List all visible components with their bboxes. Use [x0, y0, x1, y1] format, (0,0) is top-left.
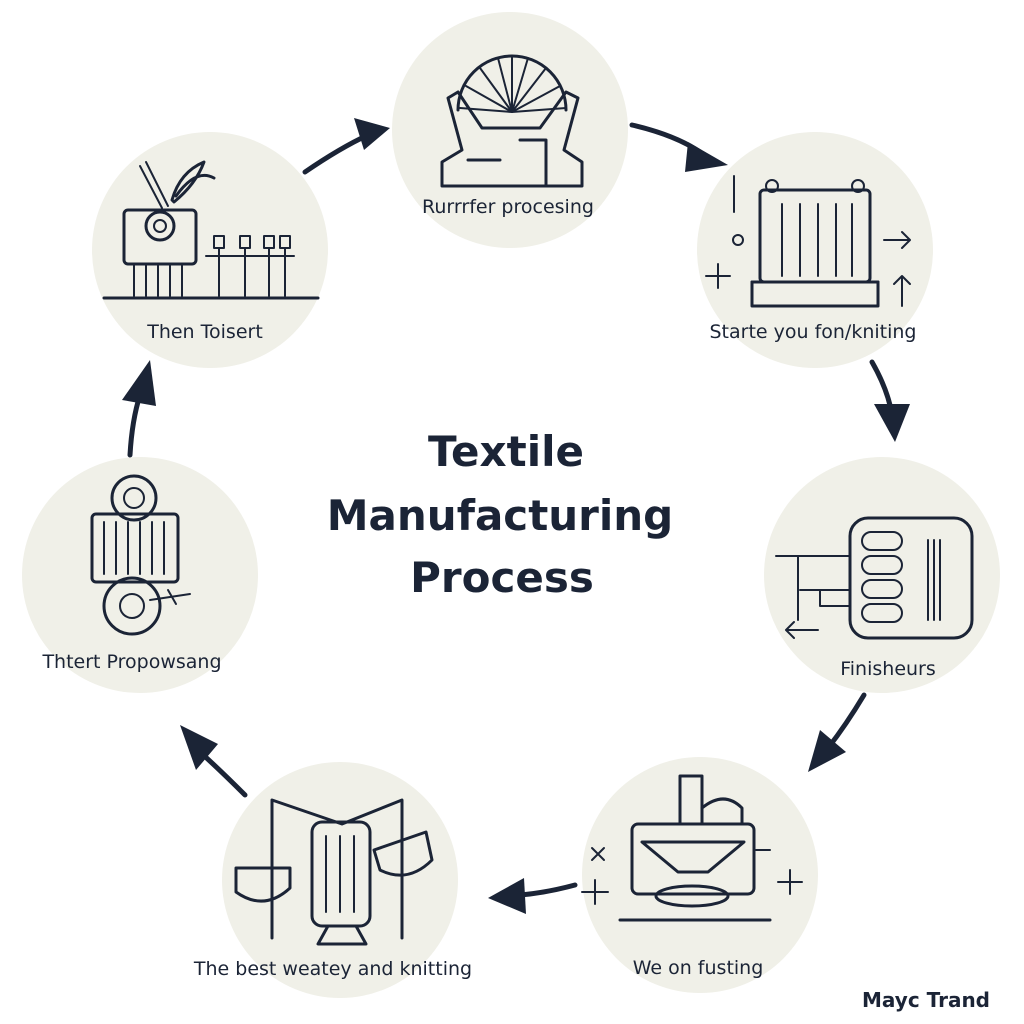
- arrowhead-icon: [808, 730, 846, 772]
- flow-arrow-3-to-4: [825, 692, 867, 751]
- title-line-1: Textile: [428, 427, 584, 476]
- brand-name: Mayc Trand: [862, 988, 990, 1012]
- loom-frame-icon: [705, 175, 911, 308]
- flow-arrow-5-to-6: [197, 749, 248, 798]
- flow-arrow-7-to-1: [302, 132, 371, 175]
- flow-arrows: [122, 118, 910, 914]
- title-line-2: Manufacturing: [327, 491, 674, 540]
- diagram-title: Textile Manufacturing Process: [327, 427, 674, 602]
- node-circle: [582, 757, 818, 993]
- node-label: The best weatey and knitting: [193, 958, 472, 980]
- arrowhead-icon: [122, 360, 156, 406]
- node-label: Starte you fon/kniting: [709, 321, 916, 343]
- node-circle: [92, 132, 328, 368]
- node-circle: [697, 132, 933, 368]
- arrowhead-icon: [685, 142, 728, 172]
- arrowhead-icon: [874, 404, 910, 442]
- node-label: Rurrrfer procesing: [422, 196, 594, 218]
- spindle-machine-icon: [102, 160, 320, 300]
- finishing-machine-icon: [775, 516, 974, 640]
- node-circle: [392, 12, 628, 248]
- spinning-frame-icon: [234, 798, 434, 946]
- node-label: Thtert Propowsang: [41, 651, 221, 673]
- press-machine-icon: [581, 774, 803, 922]
- arrowhead-icon: [488, 878, 526, 914]
- process-node: Rurrrfer procesing: [392, 12, 628, 248]
- process-node: We on fusting: [581, 757, 818, 993]
- process-node: Starte you fon/kniting: [697, 132, 933, 368]
- process-node: Finisheurs: [764, 457, 1000, 693]
- node-label: Then Toisert: [146, 321, 263, 343]
- process-node: The best weatey and knitting: [193, 762, 472, 998]
- roller-machine-icon: [90, 474, 191, 636]
- node-label: We on fusting: [633, 957, 764, 979]
- process-node: Then Toisert: [92, 132, 328, 368]
- arrowhead-icon: [354, 118, 390, 150]
- flow-arrow-4-to-5: [517, 882, 578, 898]
- node-label: Finisheurs: [840, 658, 936, 680]
- arrowhead-icon: [180, 725, 218, 770]
- title-line-3: Process: [410, 553, 594, 602]
- fiber-fan-icon: [440, 54, 584, 188]
- flow-arrow-6-to-7: [127, 392, 143, 458]
- process-node: Thtert Propowsang: [22, 457, 258, 693]
